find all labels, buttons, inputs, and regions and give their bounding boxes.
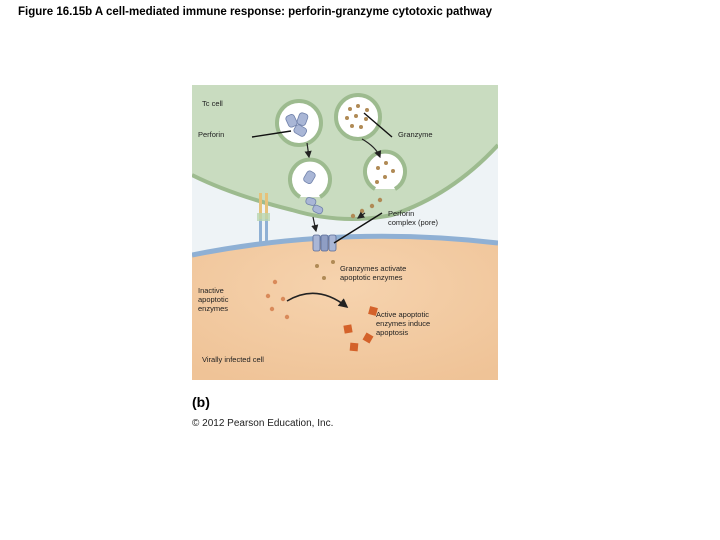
active-apoptotic-enzymes (343, 306, 378, 352)
inactive-apoptotic-enzymes (265, 279, 290, 320)
inactive-enzymes-label: Inactive apoptotic enzymes (198, 286, 229, 313)
panel-letter: (b) (192, 394, 210, 410)
copyright-notice: © 2012 Pearson Education, Inc. (192, 418, 334, 429)
tc-cell-membrane (192, 143, 498, 221)
figure-title: Figure 16.15b A cell-mediated immune res… (18, 6, 492, 18)
perforin-complex-label: Perforin complex (pore) (388, 209, 439, 227)
tc-cell-cytoplasm (192, 85, 498, 219)
granzymes-activate-label: Granzymes activate apoptotic enzymes (340, 264, 407, 282)
perforin-vesicle (275, 99, 323, 147)
released-granzymes (350, 197, 383, 219)
granzymes-in-target (315, 260, 335, 280)
granzyme-exocytosis (363, 149, 407, 191)
diagram-illustration (192, 85, 498, 380)
process-arrows (286, 138, 382, 308)
active-enzymes-label: Active apoptotic enzymes induce apoptosi… (376, 310, 431, 337)
perforin-pore (312, 234, 337, 252)
granzyme-label: Granzyme (398, 130, 433, 139)
target-cell-cytoplasm (192, 236, 498, 380)
virally-infected-cell-label: Virally infected cell (202, 355, 264, 364)
tc-cell-label: Tc cell (202, 99, 223, 108)
tcr-mhc-complex (257, 193, 270, 243)
leader-lines (251, 112, 393, 244)
perforin-exocytosis (288, 157, 332, 199)
perforin-label: Perforin (198, 130, 225, 139)
granzyme-vesicle (334, 93, 382, 141)
released-perforin (305, 197, 324, 215)
perforin-granzyme-diagram: Tc cell Perforin Granzyme Perforin compl… (192, 85, 498, 380)
